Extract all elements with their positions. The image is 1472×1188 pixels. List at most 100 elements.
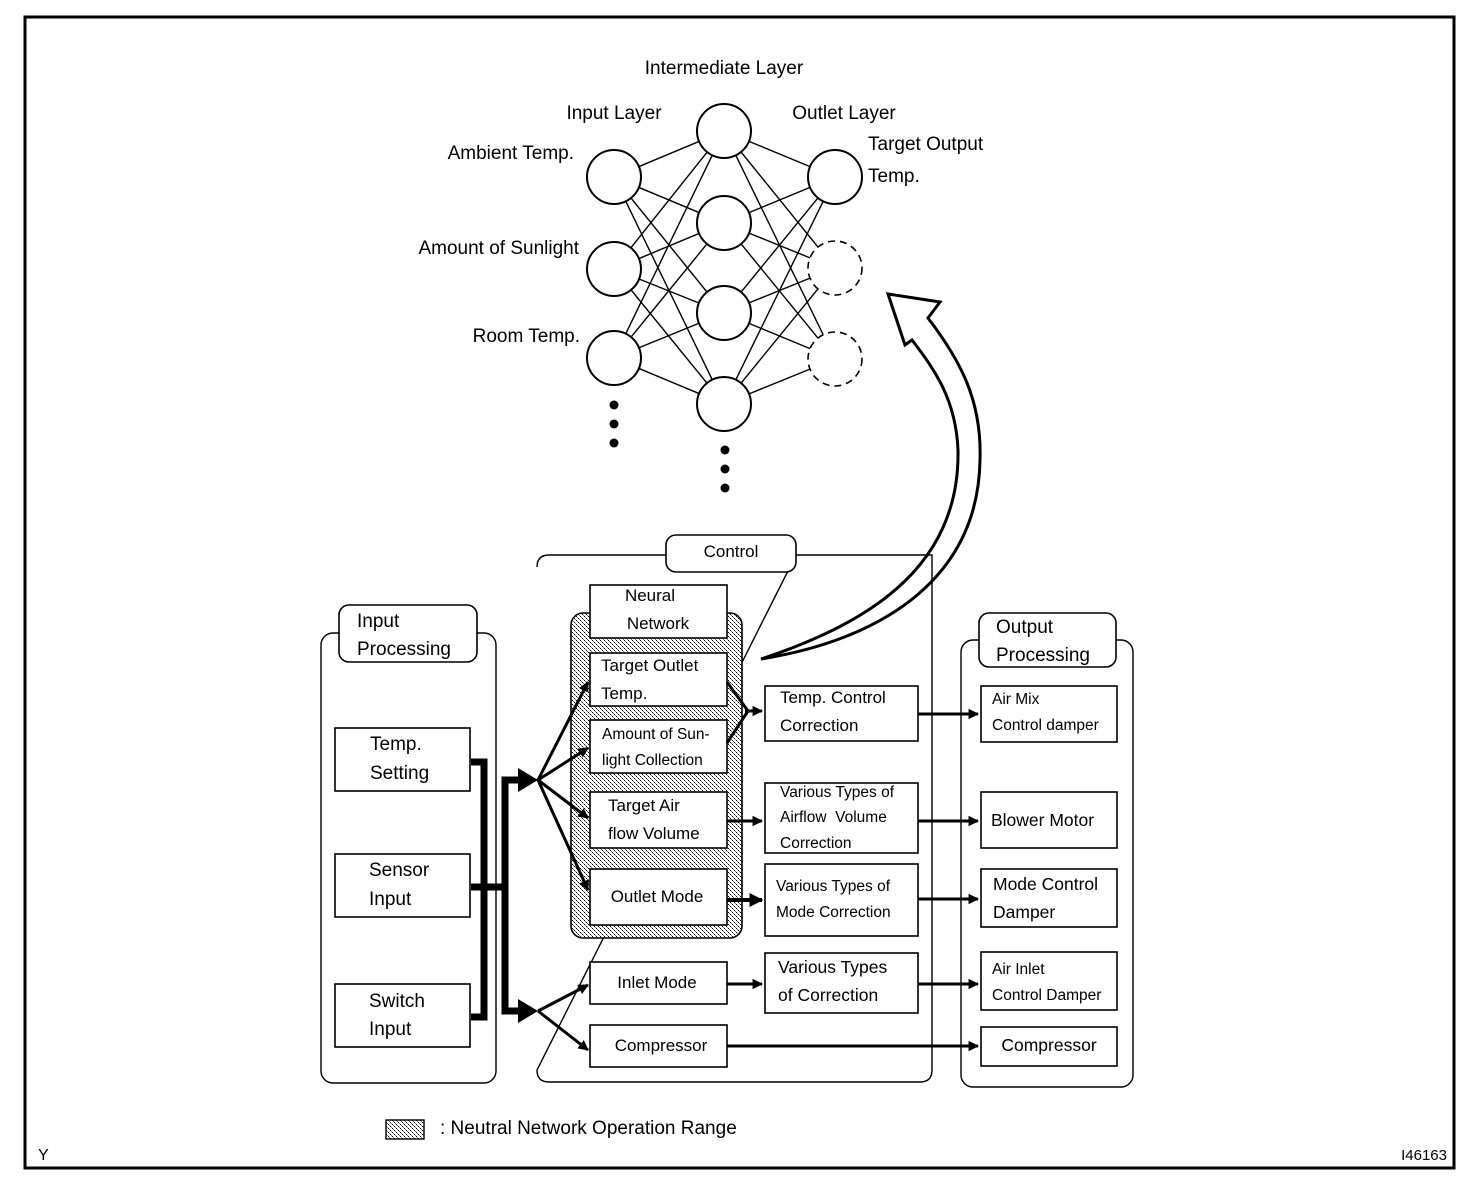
svg-text:Correction: Correction bbox=[780, 835, 852, 852]
edge-input-2-hidden-3 bbox=[638, 367, 700, 395]
neural-network-label-box bbox=[589, 584, 728, 639]
svg-text:Correction: Correction bbox=[780, 716, 858, 735]
outlet-layer-label: Outlet Layer bbox=[792, 103, 896, 124]
output-processing-section: Output Processing Air Mix Control damper… bbox=[727, 612, 1134, 1088]
input-layer-label: Input Layer bbox=[566, 103, 662, 124]
control-item-compressor: Compressor bbox=[589, 1024, 728, 1068]
legend-hatch-swatch bbox=[385, 1119, 425, 1140]
svg-text:Various Types of: Various Types of bbox=[780, 784, 895, 801]
svg-text:Compressor: Compressor bbox=[1001, 1035, 1096, 1055]
input-item-sensor-input: Sensor Input bbox=[334, 853, 471, 918]
svg-text:Air Mix: Air Mix bbox=[992, 691, 1040, 708]
correction-temp-control: Temp. Control Correction bbox=[764, 685, 919, 742]
nn-to-correction-arrows bbox=[725, 681, 764, 990]
edge-input-1-hidden-0 bbox=[630, 151, 708, 249]
edge-hidden-0-output-0 bbox=[748, 140, 811, 168]
svg-text:of Correction: of Correction bbox=[778, 985, 878, 1005]
control-title-box bbox=[665, 534, 797, 573]
svg-text:Switch: Switch bbox=[369, 991, 425, 1012]
input-item-switch-input: Switch Input bbox=[334, 983, 471, 1048]
legend: : Neutral Network Operation Range bbox=[385, 1118, 737, 1140]
nn-item-outlet-mode: Outlet Mode bbox=[589, 868, 728, 926]
input-label-sunlight: Amount of Sunlight bbox=[418, 238, 579, 259]
svg-text:Outlet Mode: Outlet Mode bbox=[611, 887, 704, 906]
control-item-inlet-mode: Inlet Mode bbox=[589, 961, 728, 1005]
svg-text:Damper: Damper bbox=[993, 902, 1055, 922]
neural-network-label-line2: Network bbox=[627, 614, 690, 633]
output-label-line2: Temp. bbox=[868, 166, 920, 187]
control-section: Control Neural Network Target Outlet Tem… bbox=[536, 534, 933, 1083]
svg-text:Inlet Mode: Inlet Mode bbox=[617, 973, 696, 992]
output-processing-title-line1: Output bbox=[996, 617, 1054, 638]
edge-hidden-1-output-0 bbox=[748, 186, 811, 214]
edge-hidden-3-output-2 bbox=[748, 368, 811, 395]
svg-text:Mode Control: Mode Control bbox=[993, 874, 1098, 894]
output-item-mode-control-damper: Mode Control Damper bbox=[980, 868, 1118, 928]
svg-text:Amount of Sun-: Amount of Sun- bbox=[602, 726, 710, 743]
more-inputs-ellipsis-icon bbox=[609, 400, 619, 448]
more-hidden-ellipsis-icon bbox=[720, 445, 730, 493]
edge-hidden-3-output-0 bbox=[735, 200, 824, 381]
edge-input-2-hidden-0 bbox=[625, 154, 713, 335]
input-label-ambient-temp: Ambient Temp. bbox=[448, 143, 574, 164]
edge-hidden-3-output-1 bbox=[740, 288, 819, 384]
svg-text:Temp.: Temp. bbox=[370, 734, 422, 755]
svg-text:Temp. Control: Temp. Control bbox=[780, 688, 886, 707]
output-item-blower-motor: Blower Motor bbox=[980, 791, 1118, 849]
svg-text:Input: Input bbox=[369, 889, 412, 910]
input-processing-section: Input Processing Temp. Setting Sensor In… bbox=[320, 604, 538, 1084]
svg-text:Input: Input bbox=[369, 1019, 412, 1040]
svg-text:Airflow Volume: Airflow Volume bbox=[780, 809, 887, 826]
svg-text:Target Air: Target Air bbox=[608, 796, 680, 815]
output-node-1 bbox=[807, 240, 863, 296]
edge-input-2-hidden-1 bbox=[630, 243, 708, 338]
output-label-line1: Target Output bbox=[868, 134, 984, 155]
output-node-2 bbox=[807, 331, 863, 387]
network-edges bbox=[625, 140, 824, 395]
svg-text:Setting: Setting bbox=[370, 763, 429, 784]
svg-text:Target Outlet: Target Outlet bbox=[601, 656, 699, 675]
output-item-air-mix-damper: Air Mix Control damper bbox=[980, 685, 1118, 743]
edge-input-0-hidden-0 bbox=[638, 140, 700, 168]
input-item-temp-setting: Temp. Setting bbox=[334, 727, 471, 792]
control-title: Control bbox=[704, 542, 759, 561]
fanout-arrows bbox=[536, 681, 590, 1052]
output-processing-title-box bbox=[978, 612, 1117, 668]
hidden-node-1 bbox=[696, 195, 752, 251]
svg-text:flow Volume: flow Volume bbox=[608, 824, 700, 843]
edge-input-2-hidden-2 bbox=[638, 322, 700, 349]
edge-hidden-2-output-0 bbox=[740, 197, 819, 293]
svg-text:Mode Correction: Mode Correction bbox=[776, 904, 891, 921]
outer-frame bbox=[23, 15, 1456, 1170]
network-nodes bbox=[586, 103, 863, 432]
output-item-compressor: Compressor bbox=[980, 1026, 1118, 1067]
correction-airflow-volume: Various Types of Airflow Volume Correcti… bbox=[764, 782, 919, 854]
hidden-node-0 bbox=[696, 103, 752, 159]
svg-text:Compressor: Compressor bbox=[615, 1036, 708, 1055]
output-item-air-inlet-damper: Air Inlet Control Damper bbox=[980, 951, 1118, 1011]
svg-text:Sensor: Sensor bbox=[369, 860, 430, 881]
correction-to-output-arrows bbox=[727, 708, 980, 1052]
svg-text:Control damper: Control damper bbox=[992, 717, 1099, 734]
output-node-0 bbox=[807, 149, 863, 205]
correction-mode: Various Types of Mode Correction bbox=[764, 863, 919, 937]
svg-text:Temp.: Temp. bbox=[601, 684, 647, 703]
nn-item-sunlight-collection: Amount of Sun- light Collection bbox=[589, 719, 728, 774]
input-processing-title-line2: Processing bbox=[357, 639, 451, 660]
input-node-1 bbox=[586, 241, 642, 297]
svg-text:Air Inlet: Air Inlet bbox=[992, 961, 1045, 978]
hidden-node-3 bbox=[696, 376, 752, 432]
neural-network-diagram: Intermediate Layer Input Layer Outlet La… bbox=[418, 58, 984, 493]
input-processing-title-box bbox=[338, 604, 478, 663]
svg-text:Various Types: Various Types bbox=[778, 957, 888, 977]
corner-mark-left: Y bbox=[38, 1147, 49, 1164]
figure-id: I46163 bbox=[1401, 1147, 1447, 1164]
svg-text:light Collection: light Collection bbox=[602, 752, 703, 769]
correction-various: Various Types of Correction bbox=[764, 952, 919, 1014]
hidden-node-2 bbox=[696, 285, 752, 341]
input-processing-title-line1: Input bbox=[357, 611, 400, 632]
intermediate-layer-label: Intermediate Layer bbox=[645, 58, 804, 79]
neural-network-label-line1: Neural bbox=[625, 586, 675, 605]
nn-item-target-outlet-temp: Target Outlet Temp. bbox=[589, 652, 728, 707]
